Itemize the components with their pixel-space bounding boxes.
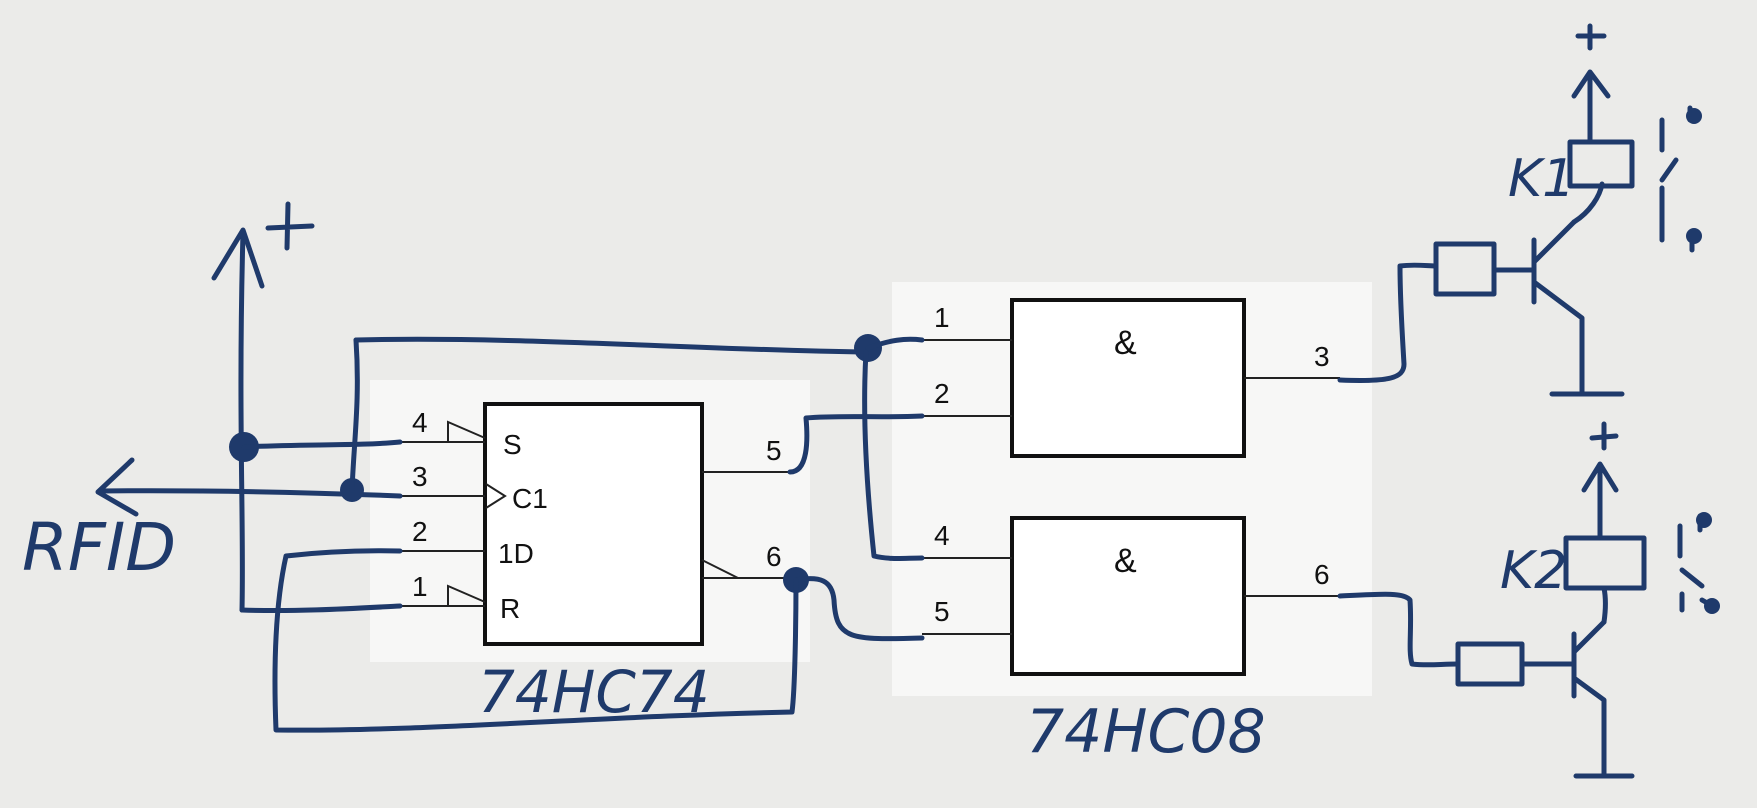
k2-contact-top bbox=[1696, 512, 1712, 528]
relay-k2-label: K2 bbox=[1500, 541, 1567, 601]
ff-pin-num-4: 4 bbox=[412, 407, 428, 438]
resistor-1 bbox=[1433, 241, 1497, 297]
and2-pin-5: 5 bbox=[934, 596, 950, 627]
relay-k1-label: K1 bbox=[1508, 149, 1575, 209]
and2-pin-6: 6 bbox=[1314, 559, 1330, 590]
ff-pin-1d: 1D bbox=[498, 538, 534, 569]
and1-pin-1: 1 bbox=[934, 302, 950, 333]
transistor-1 bbox=[1531, 219, 1625, 397]
chip-74hc74: S C1 1D R 4 3 2 1 5 6 bbox=[370, 380, 810, 662]
and-gate-1-body bbox=[1010, 298, 1246, 458]
relay-k1-contact bbox=[1659, 105, 1695, 253]
wire-to-and1-in1 bbox=[865, 336, 925, 351]
ff-reset-inversion bbox=[447, 584, 486, 606]
wire-clock-up bbox=[349, 337, 360, 493]
ff-pin-num-2: 2 bbox=[412, 516, 428, 547]
ff-qbar-inversion bbox=[701, 559, 739, 579]
k1-supply-arrow-icon bbox=[1571, 69, 1611, 145]
rfid-arrow-icon bbox=[95, 457, 139, 517]
chip-74hc74-label: 74HC74 bbox=[478, 658, 710, 726]
ff-clock-triangle bbox=[485, 483, 507, 509]
relay-k2-contact bbox=[1677, 513, 1719, 613]
rfid-label: RFID bbox=[22, 509, 176, 586]
wire-t1-to-k1 bbox=[1571, 181, 1605, 225]
wire-feedback-to-data bbox=[272, 548, 799, 733]
and2-symbol: & bbox=[1114, 542, 1137, 580]
relay-k2-coil bbox=[1563, 535, 1647, 591]
ff-pin-r: R bbox=[500, 593, 520, 624]
transistor-2 bbox=[1571, 619, 1635, 779]
chip-74hc08: & 1 2 3 & 4 5 6 bbox=[892, 282, 1372, 696]
ff-pin-num-5: 5 bbox=[766, 435, 782, 466]
ff-pin-s: S bbox=[503, 429, 522, 460]
ff-set-inversion bbox=[447, 420, 486, 442]
wire-qbar-to-and2 bbox=[793, 576, 925, 642]
wire-top-bus bbox=[353, 336, 869, 355]
wire-to-and2-in1 bbox=[862, 349, 925, 561]
k1-plus-icon bbox=[1575, 23, 1607, 51]
wire-and2-to-resistor bbox=[1337, 591, 1461, 668]
supply-rail bbox=[238, 229, 246, 613]
k1-contact-top bbox=[1686, 108, 1702, 124]
supply-arrow-icon bbox=[211, 227, 265, 289]
k2-contact-bottom bbox=[1704, 598, 1720, 614]
hand-wiring bbox=[95, 23, 1720, 779]
ff-pin-num-6: 6 bbox=[766, 541, 782, 572]
and1-symbol: & bbox=[1114, 324, 1137, 362]
and1-pin-2: 2 bbox=[934, 378, 950, 409]
relay-k1-coil bbox=[1567, 139, 1635, 189]
ff-pin-num-3: 3 bbox=[412, 461, 428, 492]
ff-pin-num-1: 1 bbox=[412, 571, 428, 602]
ff-pin-c1: C1 bbox=[512, 483, 548, 514]
and2-pin-4: 4 bbox=[934, 520, 950, 551]
wire-and1-to-resistor bbox=[1337, 262, 1439, 383]
k2-supply-arrow-icon bbox=[1581, 461, 1619, 541]
wire-rail-to-set bbox=[241, 439, 403, 450]
and1-pin-3: 3 bbox=[1314, 341, 1330, 372]
wire-t2-to-k2 bbox=[1601, 585, 1608, 625]
resistor-2 bbox=[1455, 641, 1525, 687]
wire-rail-to-reset bbox=[239, 603, 403, 614]
k1-contact-bottom bbox=[1686, 228, 1702, 244]
chip-74hc74-body bbox=[483, 402, 704, 646]
k2-plus-icon bbox=[1589, 421, 1619, 451]
supply-plus-icon bbox=[265, 201, 315, 251]
chip-74hc08-label: 74HC08 bbox=[1026, 697, 1266, 767]
wire-q-to-and1 bbox=[787, 413, 925, 475]
and-gate-2-body bbox=[1010, 516, 1246, 676]
